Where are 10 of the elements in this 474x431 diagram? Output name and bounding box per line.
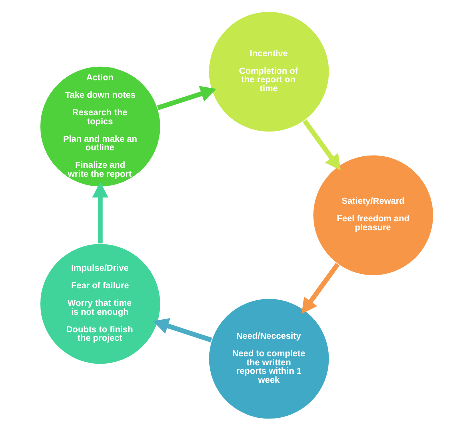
node-circle: Impulse/Drive Fear of failure Worry that time is not enough Doubts to finish the project — [40, 243, 162, 365]
arrow — [302, 263, 340, 314]
node-circle: Satiety/Reward Feel freedom and pleasure — [312, 154, 434, 276]
arrow — [302, 120, 341, 171]
node-circle: Action Take down notes Research the topics Plan and make an outline Finalize and write the report — [40, 66, 162, 188]
arrow — [92, 182, 109, 244]
node-circle: Incentive Completion of the report on time — [208, 11, 330, 133]
arrow — [153, 318, 212, 343]
node-circle: Need/Neccesity Need to complete the written reports within 1 week — [208, 298, 330, 420]
arrow — [157, 86, 216, 110]
